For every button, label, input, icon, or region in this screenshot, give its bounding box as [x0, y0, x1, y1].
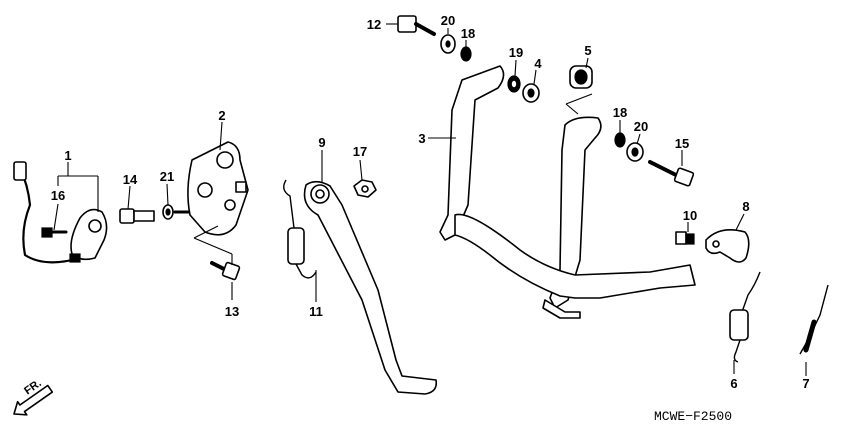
- washer-21: [162, 204, 174, 220]
- leader-lines: [53, 23, 807, 376]
- callout-12: 12: [367, 17, 381, 32]
- callout-10: 10: [683, 208, 697, 223]
- callout-3: 3: [418, 131, 425, 146]
- washer-19: [507, 75, 521, 93]
- callout-4: 4: [534, 56, 542, 71]
- main-stand-spring-6: [729, 271, 761, 363]
- callout-6: 6: [730, 376, 737, 391]
- side-stand: [303, 180, 438, 395]
- diagram-code: MCWE−F2500: [654, 409, 732, 424]
- callout-18-top: 18: [461, 26, 475, 41]
- callout-15: 15: [675, 136, 689, 151]
- bolt-13: [210, 261, 241, 281]
- spring-hook-bracket-8: [705, 229, 750, 263]
- callout-8: 8: [742, 199, 749, 214]
- bolt-16: [41, 227, 68, 238]
- bushing-4: [522, 83, 540, 103]
- front-arrow-icon: [13, 384, 54, 416]
- washer-18-top: [460, 46, 472, 62]
- callout-16: 16: [51, 188, 65, 203]
- side-stand-switch: [13, 161, 108, 264]
- callout-21: 21: [160, 169, 174, 184]
- callout-5: 5: [584, 43, 591, 58]
- callout-19: 19: [509, 45, 523, 60]
- callout-17: 17: [353, 144, 367, 159]
- bolt-12: [397, 15, 436, 36]
- bolt-15: [648, 160, 695, 187]
- washer-20-top: [440, 34, 456, 54]
- stand-bracket: [173, 141, 249, 236]
- callout-9: 9: [318, 135, 325, 150]
- callout-2: 2: [218, 108, 225, 123]
- bolt-10: [675, 231, 695, 245]
- callout-20-top: 20: [441, 13, 455, 28]
- bolt-14: [119, 208, 155, 224]
- side-stand-spring: [283, 179, 317, 279]
- washer-20-right: [626, 142, 644, 162]
- nut-17: [353, 179, 377, 198]
- callout-numbers: 1 16 14 21 2 13 9 11 17 3 12 20 18 19 4 …: [51, 13, 810, 391]
- callout-20-right: 20: [634, 119, 648, 134]
- callout-14: 14: [123, 172, 138, 187]
- front-direction-marker: FR.: [13, 377, 54, 416]
- main-stand-spring-7: [799, 284, 829, 355]
- callout-11: 11: [309, 304, 323, 319]
- callout-18-right: 18: [613, 105, 627, 120]
- callout-13: 13: [225, 304, 239, 319]
- main-stand: [439, 65, 696, 319]
- callout-1: 1: [64, 148, 71, 163]
- collar-5: [569, 65, 593, 89]
- washer-18-right: [614, 132, 626, 148]
- callout-7: 7: [802, 376, 809, 391]
